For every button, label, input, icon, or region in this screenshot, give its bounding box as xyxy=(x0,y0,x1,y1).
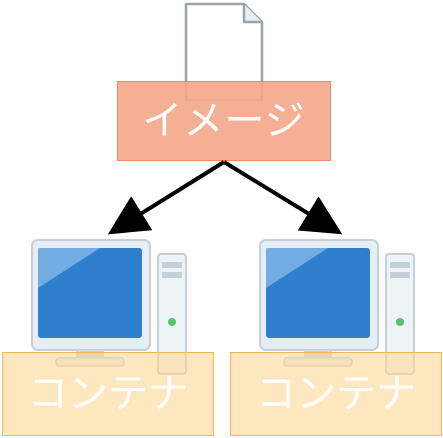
container-label-right: コンテナ xyxy=(256,371,416,417)
arrow-left xyxy=(107,160,226,235)
desktop-computer-icon xyxy=(259,239,415,375)
container-label-left: コンテナ xyxy=(28,371,188,417)
container-box-right xyxy=(230,352,442,436)
image-box xyxy=(117,81,331,161)
image-label: イメージ xyxy=(142,98,306,144)
arrow-right xyxy=(222,160,343,235)
container-box-left xyxy=(2,352,214,436)
